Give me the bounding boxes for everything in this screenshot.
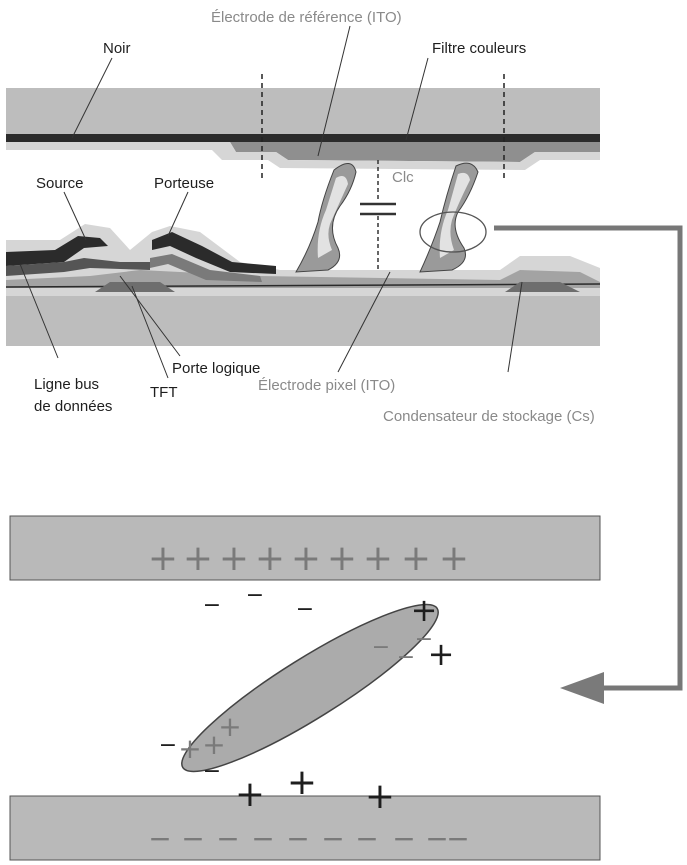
minus-charge-bottom-plate-6: − [355, 822, 378, 855]
label-clc: Clc [392, 169, 414, 186]
label-tft: TFT [150, 384, 178, 401]
label-filtre-couleurs: Filtre couleurs [432, 40, 526, 57]
reference-electrode-layer [6, 142, 600, 170]
top-glass-substrate [6, 88, 600, 135]
lc-molecule-left-highlight [317, 176, 348, 258]
label-condensateur: Condensateur de stockage (Cs) [383, 408, 595, 425]
tft-gate-layer [95, 282, 175, 292]
minus-charge-upper-minus-0: − [203, 593, 221, 618]
lc-molecule-ellipse [181, 603, 439, 773]
minus-charge-molecule-upper-minus-2: − [415, 627, 433, 652]
plus-charge-lower-plus-1: + [287, 762, 317, 803]
plus-charge-molecule-upper-plus-1: + [428, 635, 455, 673]
minus-charge-bottom-plate-0: − [148, 822, 171, 855]
porteuse-electrode [152, 232, 276, 274]
plus-charge-top-plate-4: + [291, 538, 321, 579]
color-filter-layer [230, 142, 600, 162]
label-noir: Noir [103, 40, 131, 57]
molecule-highlight-circle [419, 211, 487, 253]
label-electrode-reference: Électrode de référence (ITO) [211, 9, 402, 26]
plus-charge-top-plate-1: + [183, 538, 213, 579]
minus-charge-molecule-lower-minus-0: − [159, 733, 177, 758]
minus-charge-bottom-plate-2: − [216, 822, 239, 855]
minus-charge-molecule-upper-minus-1: − [397, 645, 415, 670]
plus-charge-molecule-lower-plus-0: + [218, 710, 241, 743]
minus-charge-bottom-plate-3: − [251, 822, 274, 855]
plus-charge-top-plate-8: + [439, 538, 469, 579]
minus-charge-upper-minus-2: − [296, 597, 314, 622]
plus-charge-molecule-lower-plus-1: + [178, 732, 201, 765]
bottom-plate [9, 795, 601, 861]
label-electrode-pixel: Électrode pixel (ITO) [258, 377, 395, 394]
plus-charge-top-plate-2: + [219, 538, 249, 579]
plus-charge-top-plate-5: + [327, 538, 357, 579]
porteuse-lower-layer [150, 254, 262, 282]
plus-charge-top-plate-7: + [401, 538, 431, 579]
plus-charge-molecule-lower-plus-2: + [202, 728, 225, 761]
minus-charge-bottom-plate-5: − [321, 822, 344, 855]
minus-charge-molecule-lower-minus-1: − [203, 759, 221, 784]
black-matrix-layer [6, 134, 600, 142]
plus-charge-top-plate-6: + [363, 538, 393, 579]
source-electrode [6, 236, 108, 266]
pointer-lines [19, 25, 523, 379]
plus-charge-top-plate-3: + [255, 538, 285, 579]
bottom-glass-substrate [6, 296, 600, 346]
minus-charge-bottom-plate-9: − [446, 822, 469, 855]
label-de-donnees: de données [34, 398, 112, 415]
label-ligne-bus: Ligne bus [34, 376, 99, 393]
minus-charge-molecule-upper-minus-0: − [372, 635, 390, 660]
plus-charge-molecule-upper-plus-0: + [411, 591, 438, 629]
minus-charge-upper-minus-1: − [246, 583, 264, 608]
lc-molecule-right-highlight [439, 172, 470, 258]
routing-arrow-line [494, 225, 683, 691]
source-lower-layer [6, 258, 150, 276]
plus-charge-top-plate-0: + [148, 538, 178, 579]
plus-charge-lower-plus-0: + [235, 774, 265, 815]
label-porte-logique: Porte logique [172, 360, 260, 377]
plus-charge-lower-plus-2: + [365, 776, 395, 817]
minus-charge-bottom-plate-4: − [286, 822, 309, 855]
label-source: Source [36, 175, 84, 192]
top-plate [9, 515, 601, 581]
storage-capacitor-layer [505, 282, 580, 292]
charges-layer: +++++++++−−−−−−−−−−−−−++−−−+++−−+++ [148, 538, 470, 855]
minus-charge-bottom-plate-1: − [181, 822, 204, 855]
routing-arrowhead [560, 672, 604, 704]
label-porteuse: Porteuse [154, 175, 214, 192]
minus-charge-bottom-plate-7: − [392, 822, 415, 855]
minus-charge-bottom-plate-8: − [425, 822, 448, 855]
